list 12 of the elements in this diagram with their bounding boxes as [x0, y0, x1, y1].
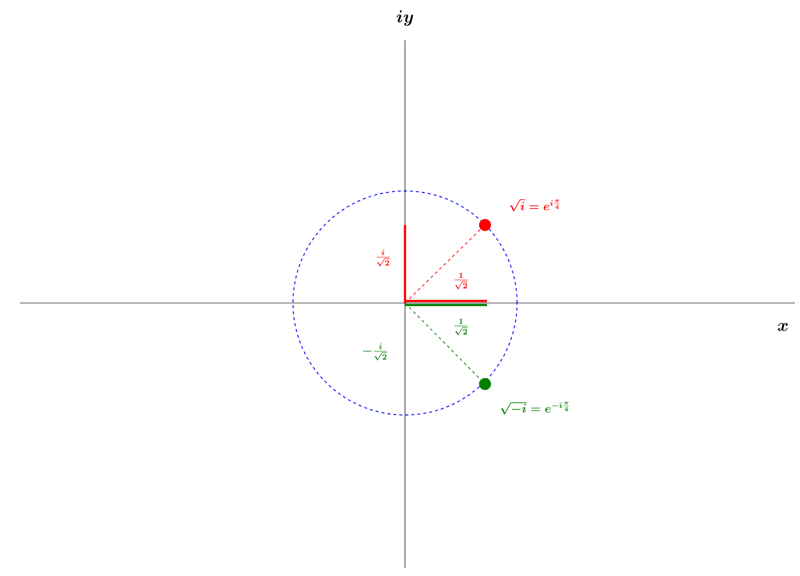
point-label: $\sqrt{i}=e^{i\frac{\pi}{4}}$	[510, 199, 560, 212]
length-label: $-\frac{i}{\sqrt{2}}$	[363, 344, 387, 360]
length-label: $\frac{1}{\sqrt{2}}$	[454, 272, 468, 290]
axis-label: $iy$	[396, 10, 414, 26]
dashed-line	[404, 228, 481, 304]
length-label: $\frac{1}{\sqrt{2}}$	[454, 318, 468, 336]
point-label: $\sqrt{-i}=e^{-i\frac{\pi}{4}}$	[500, 402, 569, 414]
point-dot	[479, 219, 491, 231]
length-label: $\frac{i}{\sqrt{2}}$	[376, 250, 390, 266]
axis-label: $x$	[778, 323, 788, 331]
dashed-line	[404, 302, 482, 380]
point-dot	[479, 378, 491, 390]
